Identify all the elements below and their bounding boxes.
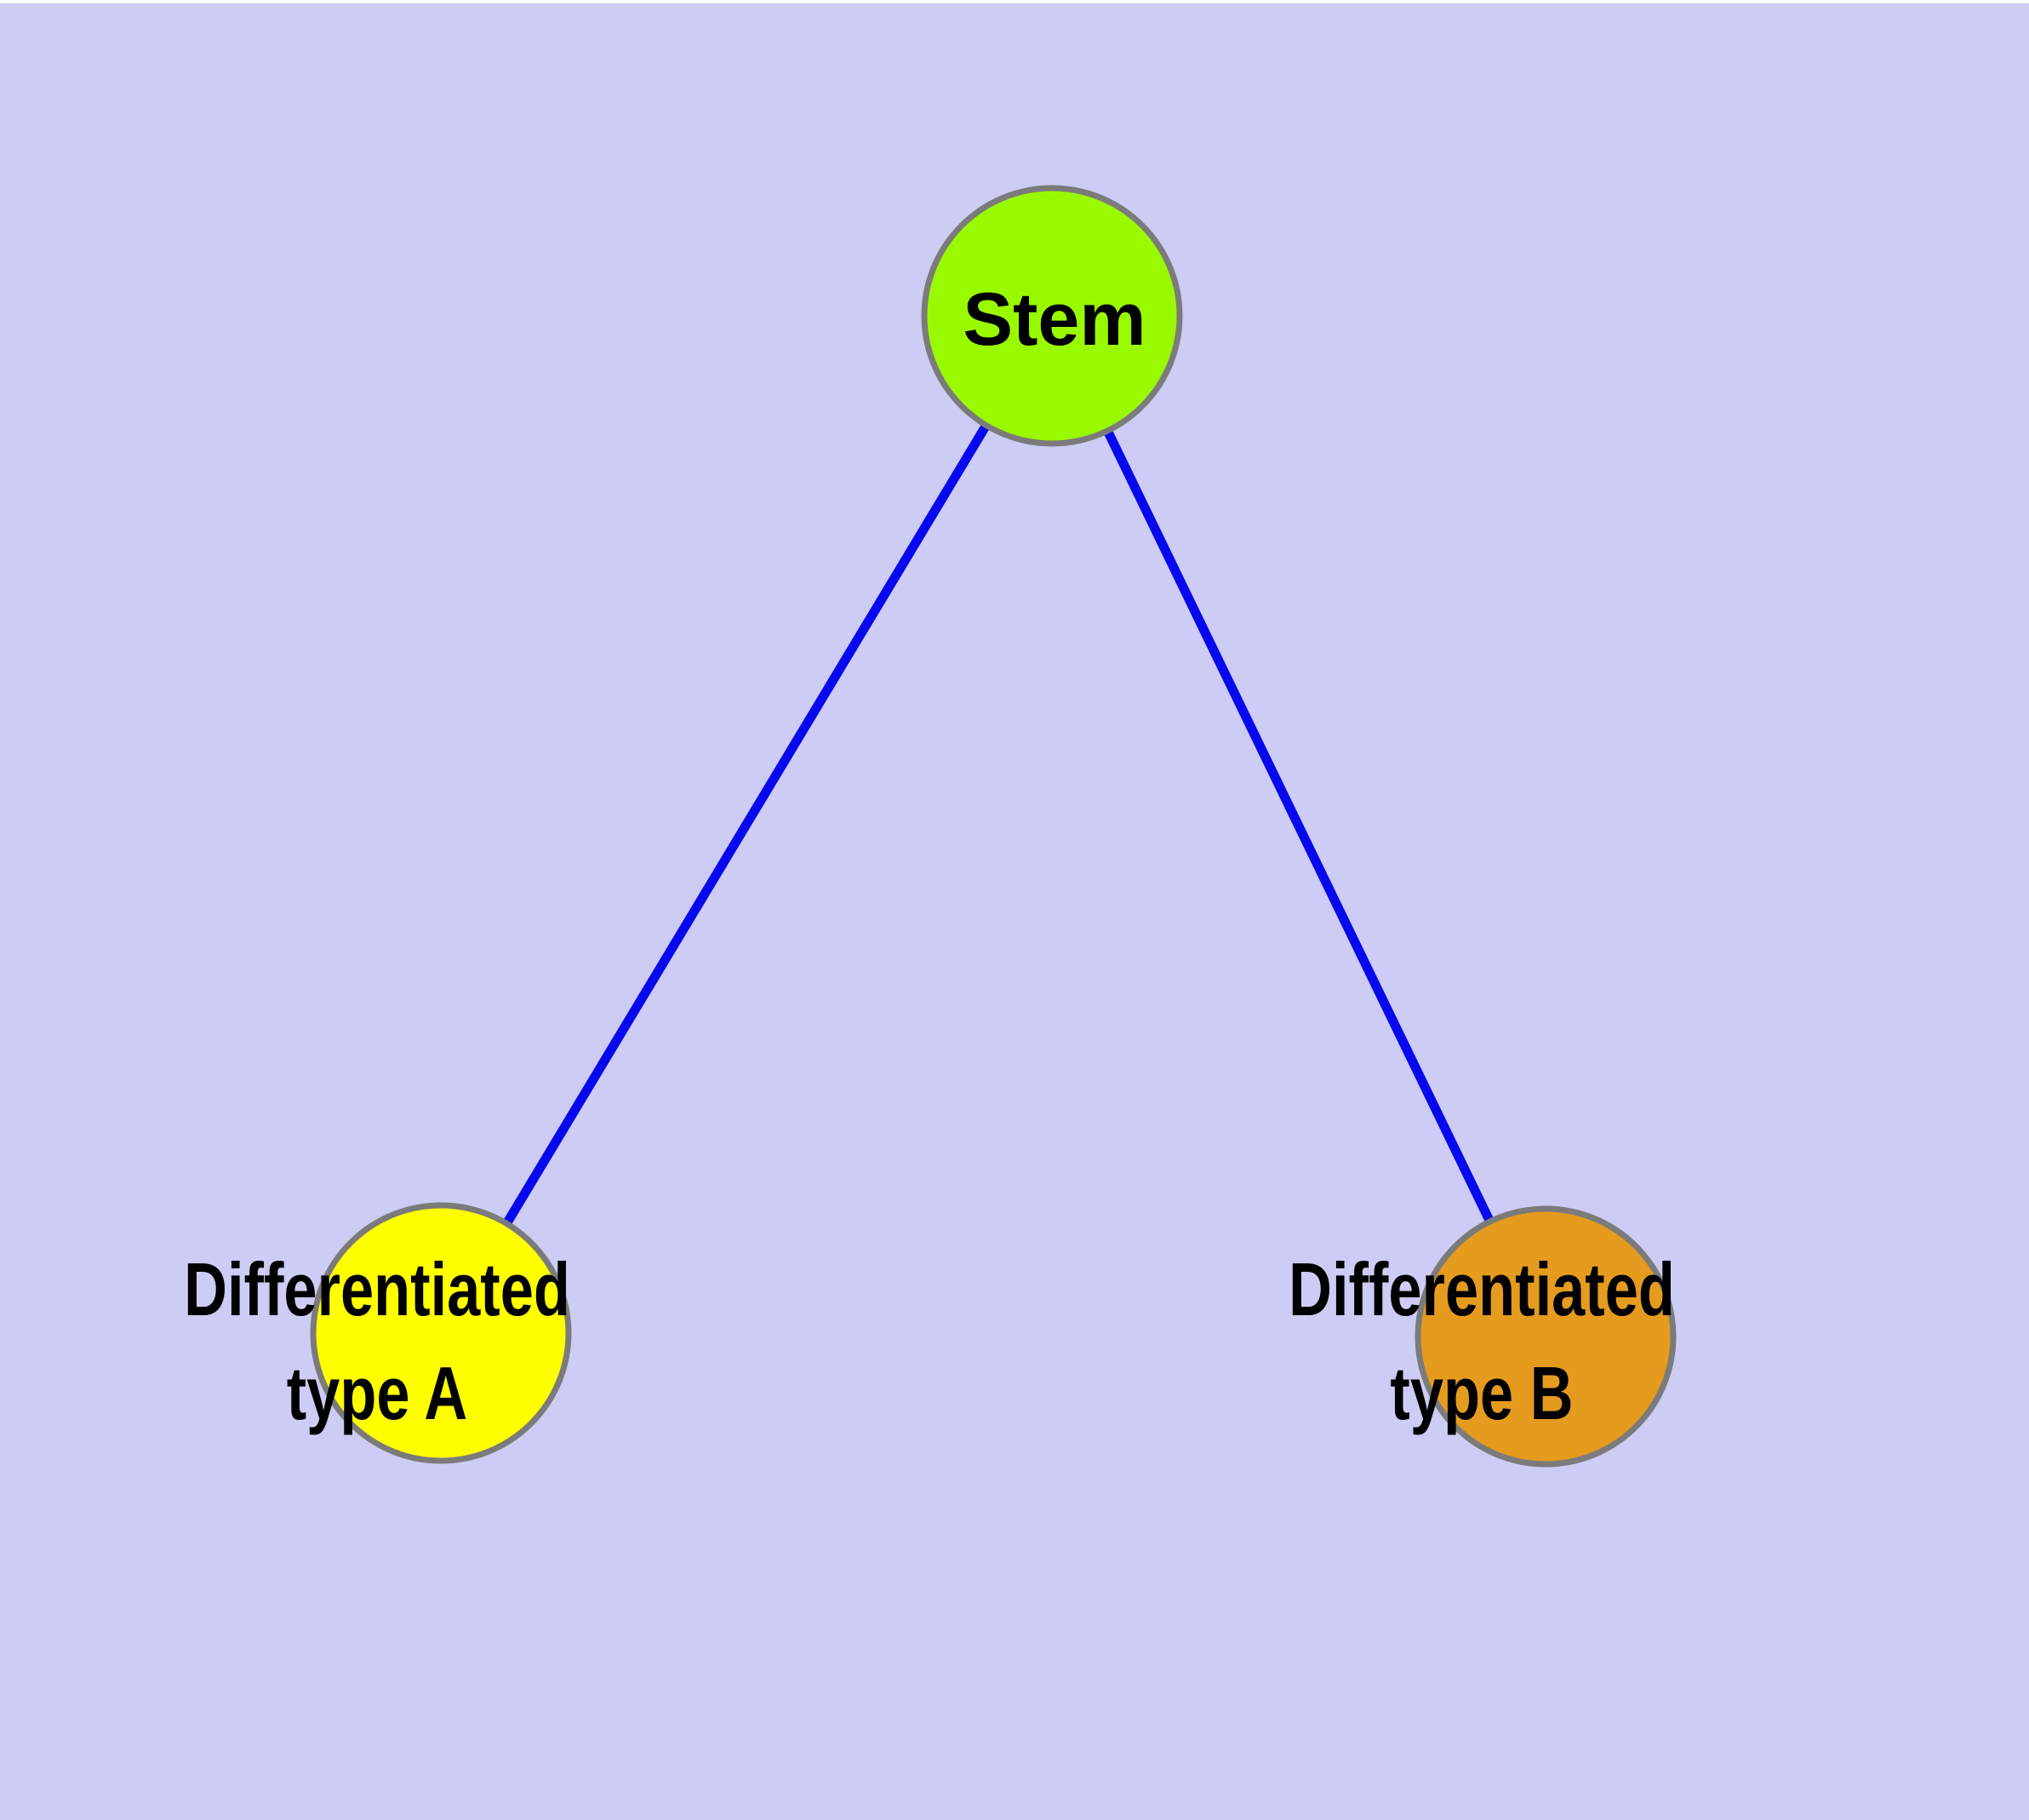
node-label-differentiated-type-a: Differentiated type A — [184, 1238, 570, 1445]
node-differentiated-type-b — [1415, 1205, 1677, 1468]
node-label-type-b-line1: Differentiated — [1289, 1247, 1675, 1331]
node-differentiated-type-a — [310, 1202, 572, 1464]
node-label-stem: Stem — [963, 267, 1146, 371]
edge-stem-to-type-a — [437, 313, 1056, 1336]
node-label-type-a-line2: type A — [286, 1351, 468, 1435]
node-stem — [921, 185, 1183, 447]
node-label-differentiated-type-b: Differentiated type B — [1289, 1238, 1675, 1445]
edge-stem-to-type-b — [1048, 313, 1550, 1339]
node-label-stem-text: Stem — [963, 277, 1146, 361]
top-margin-strip — [0, 0, 2029, 3]
node-label-type-a-line1: Differentiated — [184, 1247, 570, 1331]
node-label-type-b-line2: type B — [1390, 1351, 1574, 1435]
